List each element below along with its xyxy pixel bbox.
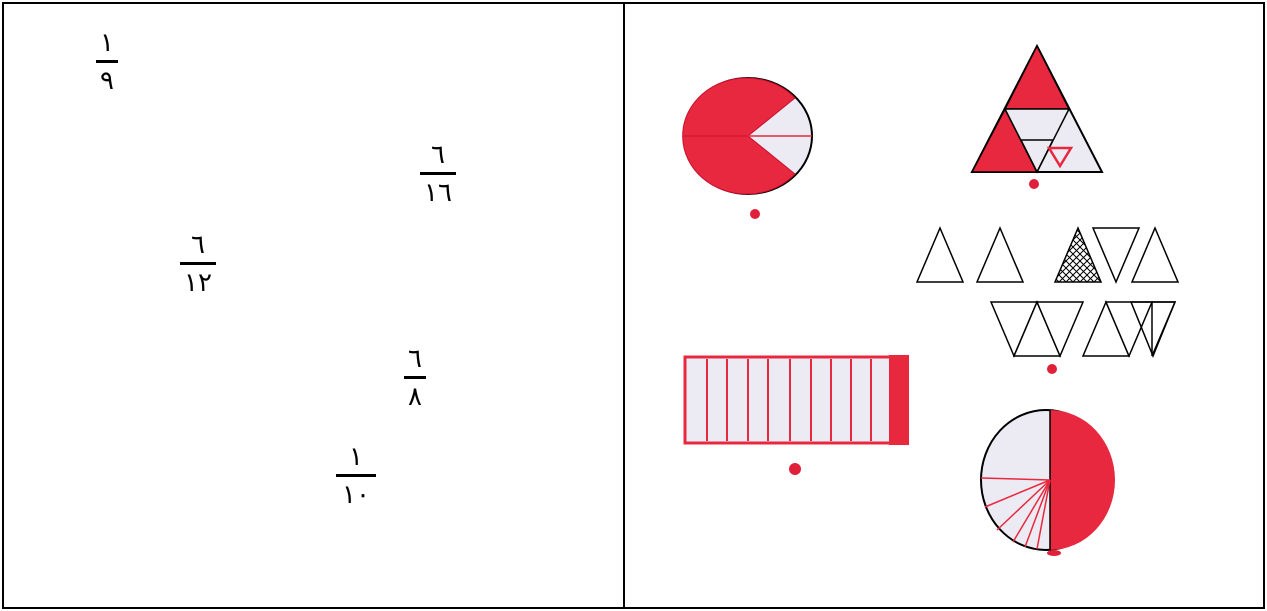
fraction-denominator: ٩ xyxy=(100,66,114,96)
fraction-denominator: ٨ xyxy=(408,382,422,412)
triangle-divided-drawing xyxy=(970,43,1104,189)
fraction-numerator: ٦ xyxy=(431,140,445,170)
red-dot xyxy=(1047,364,1057,374)
fraction-bar xyxy=(180,262,216,265)
triangle-set-drawing xyxy=(915,226,1180,374)
fraction-denominator: ١٠ xyxy=(342,480,370,510)
fraction-denominator: ١٢ xyxy=(184,268,212,298)
rectangle-strips-drawing xyxy=(683,355,909,475)
fraction-1-10: ١ ١٠ xyxy=(336,444,376,508)
red-dot xyxy=(1047,550,1061,556)
fraction-numerator: ١ xyxy=(100,28,114,58)
drawings-panel xyxy=(682,43,1180,556)
red-dot xyxy=(1029,179,1039,189)
circle-halves-drawing xyxy=(980,409,1115,556)
fraction-denominator: ١٦ xyxy=(424,178,452,208)
fraction-numerator: ٦ xyxy=(191,230,205,260)
fraction-6-12: ٦ ١٢ xyxy=(180,232,216,296)
fraction-bar xyxy=(420,172,456,175)
fraction-numerator: ١ xyxy=(349,442,363,472)
fraction-6-16: ٦ ١٦ xyxy=(420,142,456,206)
fraction-bar xyxy=(404,376,426,379)
fraction-bar xyxy=(96,60,118,63)
column-divider xyxy=(623,2,625,609)
fraction-6-8: ٦ ٨ xyxy=(404,346,426,410)
fraction-bar xyxy=(336,474,376,477)
red-dot xyxy=(789,463,801,475)
fraction-numerator: ٦ xyxy=(408,344,422,374)
red-dot xyxy=(750,209,760,219)
fraction-1-9: ١ ٩ xyxy=(96,30,118,94)
circle-pie-drawing xyxy=(682,77,813,219)
